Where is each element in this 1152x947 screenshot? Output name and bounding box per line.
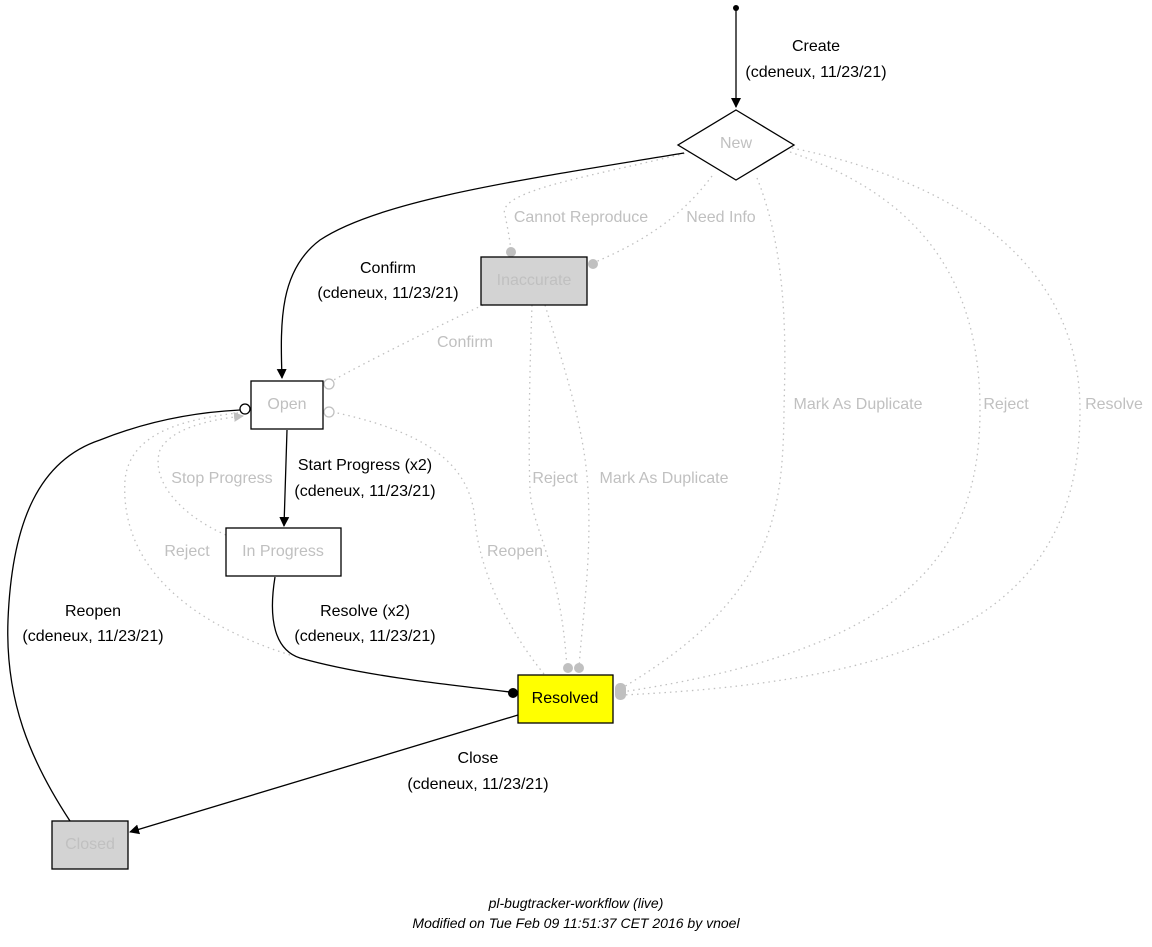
edge-cannot-reproduce-label: Cannot Reproduce (514, 209, 648, 226)
edge-stop-progress-label: Stop Progress (171, 470, 272, 487)
edge-create-label: Create (792, 38, 840, 55)
edge-reject-new[interactable] (621, 151, 981, 693)
edge-mark-duplicate-new[interactable] (621, 177, 786, 689)
cannot-reproduce-head (506, 247, 516, 257)
edge-reopen-closed[interactable] (7, 409, 241, 822)
edge-resolve[interactable] (271, 576, 511, 693)
node-new-label: New (720, 135, 752, 152)
resolve-edge-head (508, 688, 518, 698)
edge-reject-open-label: Reject (164, 543, 210, 560)
edge-need-info-label: Need Info (686, 209, 755, 226)
edge-close-label: Close (458, 750, 499, 767)
node-closed[interactable]: Closed (51, 820, 129, 870)
footer-modified: Modified on Tue Feb 09 11:51:37 CET 2016… (412, 915, 740, 931)
edge-mark-duplicate-inaccurate-label: Mark As Duplicate (600, 470, 729, 487)
edge-reopen-resolved[interactable] (327, 410, 545, 675)
edge-resolve-detail: (cdeneux, 11/23/21) (294, 628, 435, 645)
edge-reject-new-label: Reject (983, 396, 1029, 413)
edge-resolve-new-label: Resolve (1085, 396, 1143, 413)
edge-reopen-closed-detail: (cdeneux, 11/23/21) (22, 628, 163, 645)
mark-duplicate-inaccurate-head (574, 663, 584, 673)
node-in-progress-label: In Progress (242, 543, 324, 560)
edge-reject-inaccurate[interactable] (528, 304, 568, 669)
edge-reject-inaccurate-label: Reject (532, 470, 578, 487)
edge-confirm-new-open[interactable] (276, 152, 685, 379)
node-in-progress[interactable]: In Progress (225, 527, 342, 577)
edge-reopen-closed-label: Reopen (65, 603, 121, 620)
edge-create-detail: (cdeneux, 11/23/21) (745, 64, 886, 81)
node-inaccurate-label: Inaccurate (497, 272, 572, 289)
node-inaccurate[interactable]: Inaccurate (480, 256, 588, 306)
node-resolved[interactable]: Resolved (517, 674, 614, 724)
new-to-resolved-heads (615, 683, 626, 700)
reject-inaccurate-head (563, 663, 573, 673)
confirm-inaccurate-head (323, 378, 335, 390)
edge-resolve-label: Resolve (x2) (320, 603, 410, 620)
reopen-resolved-head (323, 406, 335, 418)
node-open-label: Open (267, 396, 306, 413)
node-open[interactable]: Open (250, 380, 324, 430)
edge-close-detail: (cdeneux, 11/23/21) (407, 776, 548, 793)
node-new[interactable]: New (676, 109, 796, 181)
node-closed-label: Closed (65, 836, 115, 853)
edge-resolve-new[interactable] (621, 147, 1081, 696)
edge-start-progress-label: Start Progress (x2) (298, 457, 432, 474)
edge-start-progress-detail: (cdeneux, 11/23/21) (294, 483, 435, 500)
edge-close[interactable] (129, 714, 519, 835)
footer-title: pl-bugtracker-workflow (live) (488, 895, 664, 911)
node-resolved-label: Resolved (532, 690, 599, 707)
reopen-edge-head (239, 403, 251, 415)
need-info-head (588, 259, 598, 269)
edge-mark-duplicate-inaccurate[interactable] (544, 304, 590, 669)
edge-reopen-resolved-label: Reopen (487, 543, 543, 560)
edge-confirm-inaccurate-label: Confirm (437, 334, 493, 351)
edge-mark-duplicate-new-label: Mark As Duplicate (794, 396, 923, 413)
edge-need-info[interactable] (592, 175, 713, 264)
edge-start-progress[interactable] (279, 429, 290, 527)
edge-confirm-label: Confirm (360, 260, 416, 277)
edge-stop-progress[interactable] (157, 411, 244, 536)
edge-confirm-detail: (cdeneux, 11/23/21) (317, 285, 458, 302)
